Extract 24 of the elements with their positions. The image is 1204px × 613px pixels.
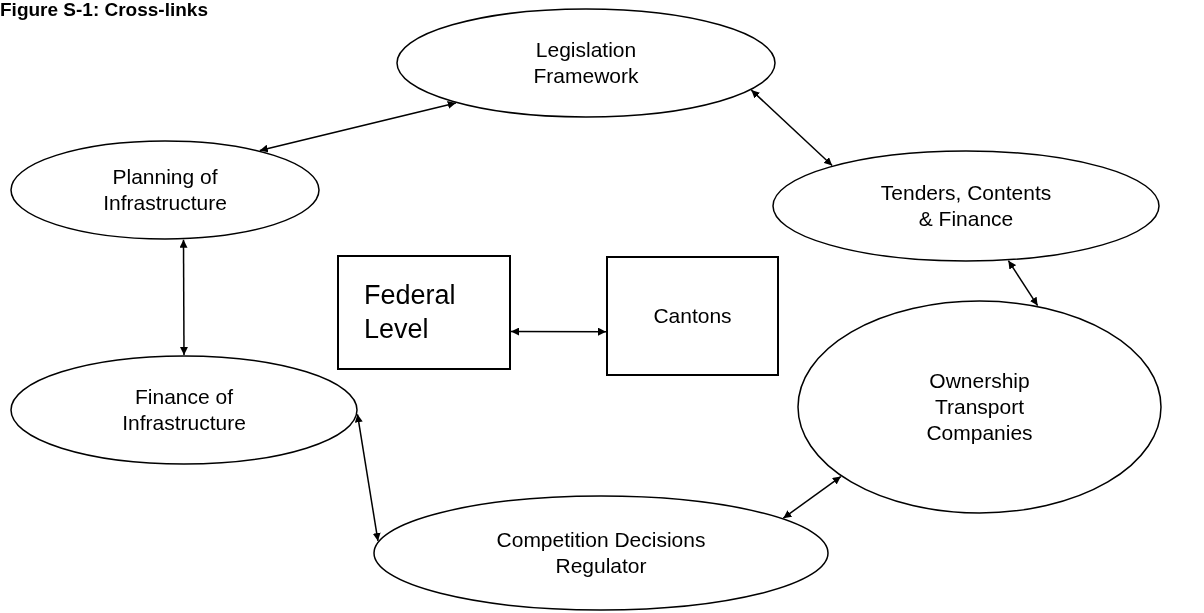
double-arrow: [1007, 259, 1039, 307]
double-arrow: [354, 413, 381, 542]
double-arrow: [179, 238, 188, 356]
box-node: [337, 255, 511, 370]
oval-node: [396, 8, 776, 118]
node-label: Federal Level: [364, 278, 457, 346]
node-label: Tenders, Contents & Finance: [879, 179, 1053, 232]
node-label: Competition Decisions Regulator: [495, 526, 707, 579]
double-arrow: [510, 327, 607, 336]
figure-title: Figure S-1: Cross-links: [0, 0, 208, 19]
double-arrow: [782, 475, 842, 519]
node-label: Finance of Infrastructure: [121, 383, 247, 436]
node-label: Cantons: [653, 302, 732, 329]
oval-node: [10, 140, 320, 240]
oval-node: [373, 495, 829, 611]
double-arrow: [259, 101, 457, 153]
node-label: Legislation Framework: [532, 36, 640, 89]
box-node: [606, 256, 779, 376]
double-arrow: [750, 89, 833, 167]
node-label: Planning of Infrastructure: [102, 163, 228, 216]
oval-node: [772, 150, 1160, 262]
oval-node: [797, 300, 1162, 514]
oval-node: [10, 355, 358, 465]
node-label: Ownership Transport Companies: [925, 367, 1034, 447]
